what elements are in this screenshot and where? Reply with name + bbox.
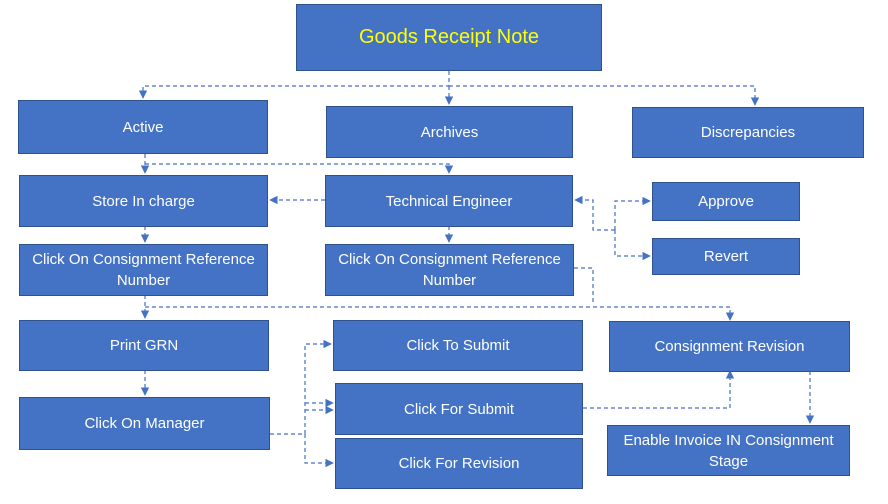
- discrepancies-node: Discrepancies: [632, 107, 864, 158]
- connector-to-approve: [614, 196, 651, 230]
- archives-node: Archives: [326, 106, 573, 158]
- goods-receipt-note-node: Goods Receipt Note: [296, 4, 602, 71]
- approve-node: Approve: [652, 182, 800, 221]
- active-node: Active: [18, 100, 268, 154]
- click-for-submit-node: Click For Submit: [335, 383, 583, 435]
- connector-to-revert: [614, 230, 651, 261]
- connector-manager-to-submit: [270, 339, 332, 435]
- connector-for-submit-to-revision: [583, 370, 735, 409]
- connector-tech-ref-right: [574, 267, 594, 303]
- click-consignment-reference-store-node: Click On Consignment Reference Number: [19, 244, 268, 296]
- connector-title-to-level1: [138, 71, 450, 99]
- click-on-manager-node: Click On Manager: [19, 397, 270, 450]
- connector-branch-to-revision: [145, 306, 735, 321]
- connector-active-to-tech: [145, 163, 454, 174]
- print-grn-node: Print GRN: [19, 320, 269, 371]
- technical-engineer-node: Technical Engineer: [325, 175, 573, 227]
- click-consignment-reference-tech-node: Click On Consignment Reference Number: [325, 244, 574, 296]
- enable-invoice-node: Enable Invoice IN Consignment Stage: [607, 425, 850, 476]
- store-in-charge-node: Store In charge: [19, 175, 268, 227]
- consignment-revision-node: Consignment Revision: [609, 321, 850, 372]
- click-for-revision-node: Click For Revision: [335, 438, 583, 489]
- connector-title-to-discrepancies: [449, 85, 760, 106]
- click-to-submit-node: Click To Submit: [333, 320, 583, 371]
- connector-loop-to-tech: [574, 195, 615, 231]
- connector-manager-to-for-revision: [304, 434, 334, 468]
- revert-node: Revert: [652, 238, 800, 275]
